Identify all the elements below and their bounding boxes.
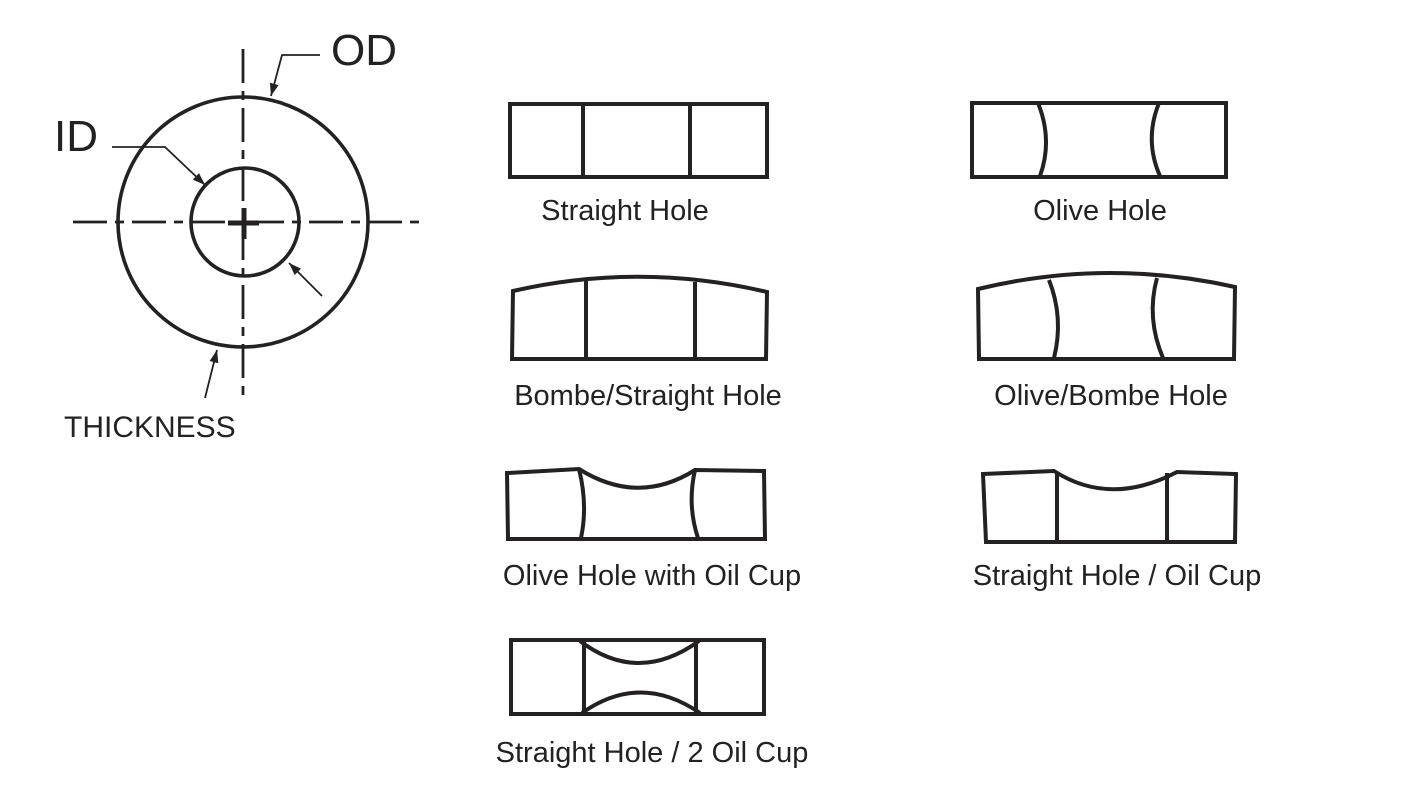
- straight-hole-2-oil-cup-diagram: [509, 638, 766, 716]
- straight-hole-diagram: [508, 102, 769, 179]
- od-label: OD: [331, 26, 397, 75]
- olive-hole-left-wall: [1047, 279, 1060, 359]
- jewel-outline: [509, 638, 766, 716]
- top-oil-cup-curve: [578, 639, 701, 665]
- hole-edge-arrow: [288, 262, 323, 297]
- olive-hole-right-wall: [1150, 277, 1165, 359]
- olive-hole-left-wall: [577, 468, 587, 539]
- hole-profile-diagrams: [504, 101, 1239, 716]
- bottom-oil-cup-curve: [580, 690, 702, 715]
- jewel-outline-with-oil-cup: [504, 466, 768, 541]
- jewel-outline: [970, 101, 1228, 179]
- straight-hole-walls: [584, 281, 697, 359]
- olive-bombe-hole-diagram: [975, 270, 1238, 361]
- straight-hole-walls: [582, 640, 698, 714]
- olive-bombe-hole-caption: Olive/Bombe Hole: [994, 380, 1228, 412]
- straight-hole-oil-cup-caption: Straight Hole / Oil Cup: [972, 560, 1262, 592]
- thickness-label: THICKNESS: [64, 411, 236, 444]
- bombe-straight-hole-caption: Bombe/Straight Hole: [514, 380, 782, 412]
- straight-hole-caption: Straight Hole: [541, 195, 709, 227]
- id-label: ID: [54, 112, 98, 161]
- jewel-outline: [975, 270, 1238, 361]
- straight-hole-oil-cup-diagram: [980, 468, 1239, 544]
- olive-hole-right-wall: [689, 469, 700, 539]
- olive-hole-oil-cup-diagram: [504, 466, 768, 541]
- straight-hole-walls: [581, 104, 692, 177]
- inner-diameter-circle: [189, 166, 301, 278]
- id-leader-arrow: [112, 146, 206, 186]
- olive-hole-caption: Olive Hole: [1033, 195, 1167, 227]
- straight-hole-2-oil-cup-caption: Straight Hole / 2 Oil Cup: [495, 737, 809, 769]
- jewel-outline: [509, 274, 770, 361]
- outer-diameter-circle: [116, 95, 370, 349]
- bombe-straight-hole-diagram: [509, 274, 770, 361]
- thickness-leader-arrow: [204, 349, 219, 399]
- jewel-outline-with-oil-cup: [980, 468, 1239, 544]
- jewel-face-view: [73, 49, 419, 402]
- olive-hole-left-wall: [1036, 102, 1049, 177]
- olive-hole-right-wall: [1149, 102, 1162, 177]
- olive-hole-oil-cup-caption: Olive Hole with Oil Cup: [502, 560, 802, 592]
- jewel-outline: [508, 102, 769, 179]
- center-cross-mark: [228, 208, 259, 239]
- od-leader-arrow: [269, 54, 320, 97]
- straight-hole-walls: [1055, 472, 1169, 542]
- olive-hole-diagram: [970, 101, 1228, 179]
